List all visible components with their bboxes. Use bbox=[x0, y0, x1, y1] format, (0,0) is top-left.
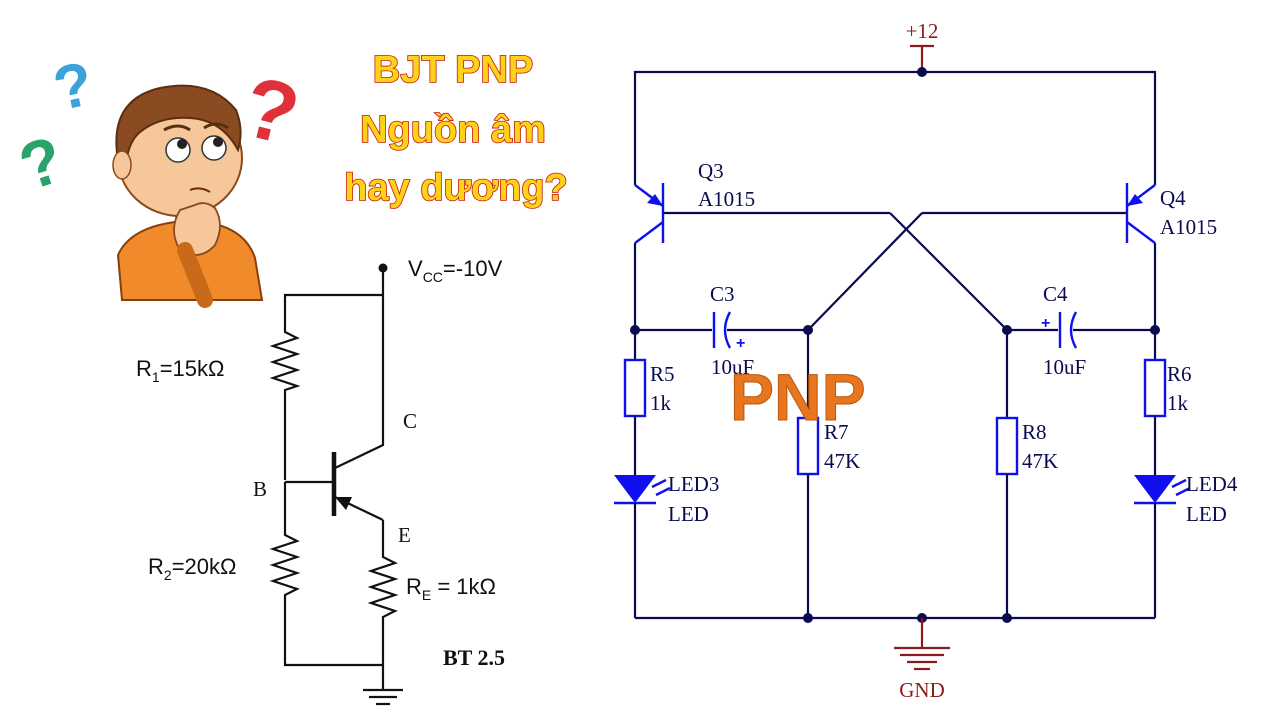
r8-ref: R8 bbox=[1022, 420, 1047, 444]
supply-label: +12 bbox=[906, 19, 939, 43]
exercise-label: BT 2.5 bbox=[443, 645, 505, 670]
led3-value: LED bbox=[668, 502, 709, 526]
vcc-label: VCC=-10V bbox=[408, 256, 503, 285]
r8-resistor bbox=[995, 416, 1019, 476]
r2-resistor bbox=[269, 482, 383, 667]
c4-value: 10uF bbox=[1043, 355, 1086, 379]
headline-line-1: BJT PNP bbox=[373, 49, 533, 91]
led3-diode-icon bbox=[614, 475, 671, 505]
thinking-boy-illustration: ? ? ? bbox=[10, 49, 308, 308]
right-astable-circuit: +12 Q3 A1015 Q4 A1015 bbox=[614, 19, 1238, 702]
led4-ref: LED4 bbox=[1186, 472, 1238, 496]
r1-resistor bbox=[269, 325, 301, 480]
r5-ref: R5 bbox=[650, 362, 675, 386]
question-mark-red-icon: ? bbox=[234, 58, 308, 164]
r5-value: 1k bbox=[650, 391, 672, 415]
gnd-symbol-icon bbox=[894, 646, 950, 671]
q4-part: A1015 bbox=[1160, 215, 1217, 239]
headline: BJT PNP Nguồn âm hay dương? bbox=[343, 48, 568, 210]
c4-plus-sign: + bbox=[1041, 315, 1050, 332]
c4-ref: C4 bbox=[1043, 282, 1068, 306]
r7-value: 47K bbox=[824, 449, 860, 473]
r6-resistor bbox=[1143, 358, 1167, 418]
c3-ref: C3 bbox=[710, 282, 735, 306]
r2-label: R2=20kΩ bbox=[148, 554, 236, 583]
r5-resistor bbox=[623, 358, 647, 418]
r1-label: R1=15kΩ bbox=[136, 356, 224, 385]
q4-emitter-arrow-icon bbox=[1127, 194, 1143, 206]
left-pnp-bias-circuit: VCC=-10V R1=15kΩ C B E RE = 1kΩ R2=20kΩ … bbox=[136, 256, 505, 706]
r8-value: 47K bbox=[1022, 449, 1058, 473]
r6-ref: R6 bbox=[1167, 362, 1192, 386]
question-mark-green-icon: ? bbox=[10, 121, 71, 204]
led3-ref: LED3 bbox=[668, 472, 719, 496]
q4-transistor bbox=[922, 183, 1156, 244]
r6-value: 1k bbox=[1167, 391, 1189, 415]
q4-ref: Q4 bbox=[1160, 186, 1186, 210]
re-resistor bbox=[367, 520, 399, 665]
headline-line-2: Nguồn âm bbox=[360, 109, 546, 151]
q3-transistor bbox=[634, 183, 890, 244]
node-e-label: E bbox=[398, 523, 411, 547]
boy-hair bbox=[115, 84, 242, 167]
c3-value: 10uF bbox=[711, 355, 754, 379]
left-ground-icon bbox=[363, 688, 403, 706]
pnp-overlay-label: PNP bbox=[730, 360, 866, 434]
c3-capacitor bbox=[712, 311, 732, 349]
boy-hand bbox=[173, 202, 221, 256]
c4-capacitor bbox=[1058, 311, 1078, 349]
q3-emitter-arrow-icon bbox=[647, 194, 663, 206]
headline-line-3: hay dương? bbox=[344, 167, 567, 209]
re-label: RE = 1kΩ bbox=[406, 574, 496, 603]
led4-diode-icon bbox=[1134, 475, 1191, 505]
q3-part: A1015 bbox=[698, 187, 755, 211]
led4-value: LED bbox=[1186, 502, 1227, 526]
question-mark-blue-icon: ? bbox=[48, 49, 99, 124]
c3-plus-sign: + bbox=[736, 335, 745, 352]
gnd-label: GND bbox=[899, 678, 945, 702]
pnp-emitter-arrow-icon bbox=[335, 497, 352, 510]
node-c-label: C bbox=[403, 409, 417, 433]
r7-ref: R7 bbox=[824, 420, 849, 444]
q3-ref: Q3 bbox=[698, 159, 724, 183]
node-b-label: B bbox=[253, 477, 267, 501]
